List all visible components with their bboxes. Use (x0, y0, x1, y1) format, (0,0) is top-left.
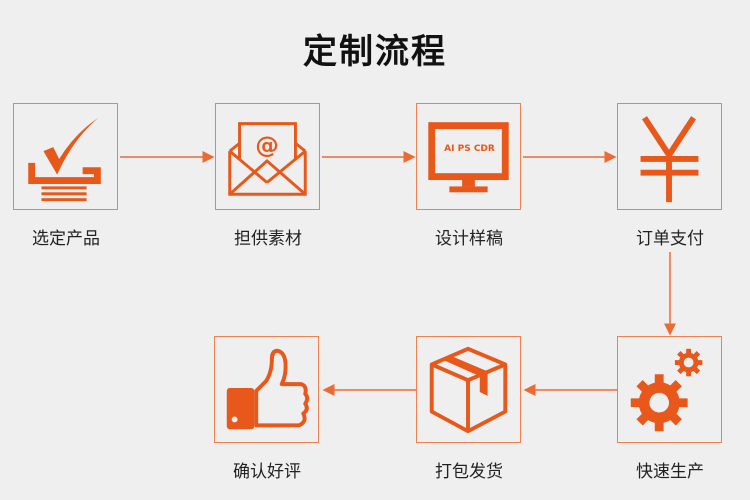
step-label: 快速生产 (636, 462, 704, 482)
step-confirm-review (214, 336, 319, 443)
step-label: 选定产品 (32, 229, 100, 249)
gears-icon (630, 348, 703, 432)
monitor-screen-text: AI PS CDR (444, 144, 495, 154)
step-label: 打包发货 (435, 462, 503, 482)
step-order-payment (617, 103, 722, 210)
step-provide-materials: @ (215, 103, 320, 210)
email-envelope-icon: @ (228, 122, 307, 196)
checkmark-tray-icon (28, 117, 101, 202)
step-fast-production (617, 336, 722, 443)
step-label: 担供素材 (234, 229, 302, 249)
yuan-icon (640, 116, 699, 203)
monitor-icon (428, 122, 509, 193)
svg-text:@: @ (255, 131, 279, 159)
package-icon (429, 346, 508, 434)
diagram-title: 定制流程 (303, 32, 447, 72)
thumbs-up-icon (226, 348, 310, 430)
step-design-draft: AI PS CDR (416, 103, 521, 210)
step-label: 确认好评 (233, 462, 301, 482)
step-label: 设计样稿 (435, 229, 503, 249)
step-label: 订单支付 (636, 229, 704, 249)
step-pack-ship (416, 336, 521, 443)
step-select-product (13, 103, 118, 210)
